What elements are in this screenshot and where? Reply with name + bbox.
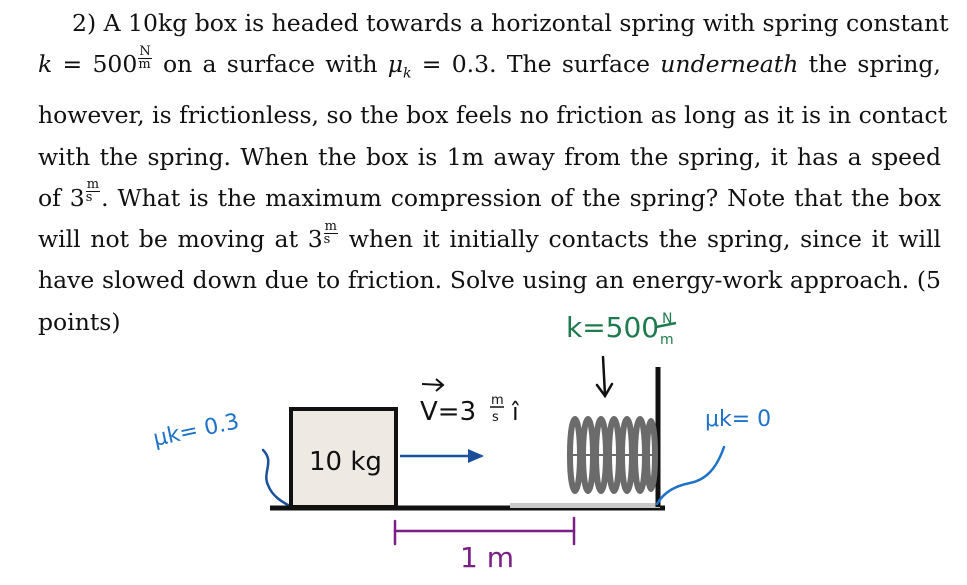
k-unit-num: N [138,43,152,59]
vector-arrow-icon [421,378,445,392]
velocity-indicator: V=3 m s î [400,378,520,463]
velocity-text: V=3 [420,397,476,427]
mu-subscript: k [403,65,412,82]
friction-right-label: μk= 0 [655,407,771,506]
problem-line-3: however, is frictionless, so the box fee… [38,101,948,130]
distance-marker [393,516,576,546]
problem-line-4: with the spring. When the box is 1m away… [38,142,941,171]
underneath-word: underneath [660,50,799,79]
spring-unit-num: N [662,311,672,327]
friction-right-pointer [655,445,726,506]
velocity-unit-den: s [492,410,499,425]
spring-unit-bar [655,321,677,329]
k-symbol: k [38,50,53,79]
box-shape [289,407,398,509]
spring-coil-7 [644,418,658,492]
frictionless-strip [510,503,660,508]
problem-text-6a: will not be moving at 3 [38,225,323,254]
mu-right-text: μk= 0 [705,407,771,432]
unit-vector-i: î [511,398,520,426]
speed-unit-num-2: m [323,218,338,234]
speed-unit-num: m [85,177,101,193]
k-unit-den: m [138,56,151,72]
problem-text-5: . What is the maximum compression of the… [101,183,941,212]
equals-sign: = [62,50,83,79]
problem-text-2c: the spring, [808,50,941,79]
speed-unit-den-2: s [323,231,331,247]
friction-left-pointer [261,448,292,508]
spring [567,416,658,494]
mu-left-text: μk= 0.3 [151,409,241,452]
ground [270,503,665,511]
problem-line-7: have slowed down due to friction. Solve … [38,266,941,295]
spring-pointer-arrow [595,355,614,399]
problem-line-1: 2) A 10kg box is headed towards a horizo… [38,3,949,44]
problem-text-1: A 10kg box is headed towards a horizonta… [103,9,949,37]
box-mass-label: 10 kg [309,447,382,477]
distance-label: 1 m [460,541,514,574]
k-value: 500 [92,50,138,79]
problem-text-2a: on a surface with [162,50,378,79]
problem-text-6b: when it initially contacts the spring, s… [348,225,941,254]
problem-line-8: points) [38,307,121,336]
velocity-arrowhead-icon [468,449,484,463]
mu-symbol: μ [387,50,404,79]
velocity-unit-num: m [491,393,504,408]
speed-unit-den: s [85,190,93,206]
speed-value: of 3 [38,183,85,212]
friction-left-label: μk= 0.3 [151,409,292,508]
spring-constant-label: k=500 N m [566,311,677,348]
mu-k-symbol: μk [387,50,412,82]
problem-text: 2) A 10kg box is headed towards a horizo… [38,3,949,343]
problem-text-2b: = 0.3. The surface [421,50,651,79]
problem-number: 2) [72,9,97,37]
spring-k-text: k=500 [566,311,659,344]
box: 10 kg [289,407,398,509]
spring-unit-den: m [660,332,674,348]
